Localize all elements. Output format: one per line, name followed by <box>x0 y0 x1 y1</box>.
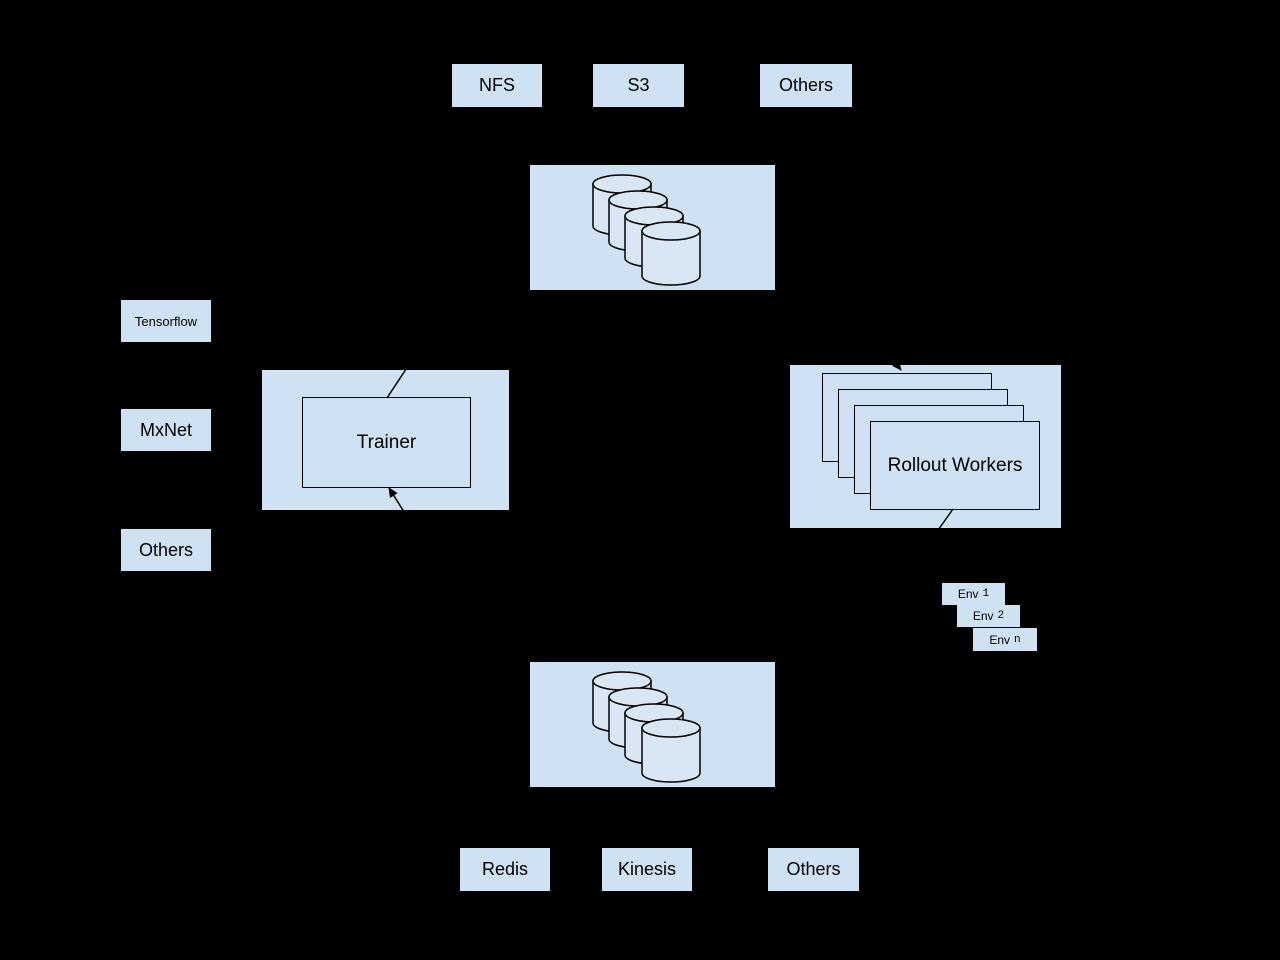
node-kinesis-label: Kinesis <box>617 859 677 879</box>
node-others-top-label: Others <box>778 75 834 95</box>
node-s3: S3 <box>593 64 684 107</box>
node-others-bottom-label: Others <box>786 859 841 879</box>
node-others-left: Others <box>121 529 211 571</box>
node-tensorflow: Tensorflow <box>121 300 211 342</box>
node-others-bottom: Others <box>768 848 859 891</box>
node-nfs-label: NFS <box>479 75 515 95</box>
node-rollout-workers-label: Rollout Workers <box>887 454 1023 476</box>
node-kinesis: Kinesis <box>602 848 692 891</box>
node-trainer: Trainer <box>302 397 471 488</box>
node-env-1-label: Env <box>957 587 979 601</box>
node-env-n-index: n <box>1014 633 1021 646</box>
node-env-1-index: 1 <box>982 588 990 600</box>
node-redis-label: Redis <box>481 859 529 879</box>
trainer-container: Trainer <box>262 370 509 510</box>
node-redis: Redis <box>460 848 550 891</box>
database-cluster-bottom <box>530 662 775 787</box>
node-s3-label: S3 <box>627 75 650 95</box>
node-mxnet-label: MxNet <box>139 419 192 440</box>
node-env-n-label: Env <box>989 632 1011 647</box>
database-icon <box>592 671 701 783</box>
node-tensorflow-label: Tensorflow <box>134 313 198 329</box>
database-icon <box>592 174 701 286</box>
rollout-workers-container: Rollout Workers <box>790 365 1061 528</box>
node-trainer-label: Trainer <box>356 431 417 453</box>
node-others-left-label: Others <box>138 539 194 560</box>
node-nfs: NFS <box>452 64 542 107</box>
node-others-top: Others <box>760 64 852 107</box>
database-cluster-top <box>530 165 775 290</box>
node-rollout-workers: Rollout Workers <box>870 421 1040 510</box>
node-mxnet: MxNet <box>121 409 211 451</box>
node-env-2-label: Env <box>972 609 994 623</box>
node-env-2-index: 2 <box>997 610 1005 622</box>
